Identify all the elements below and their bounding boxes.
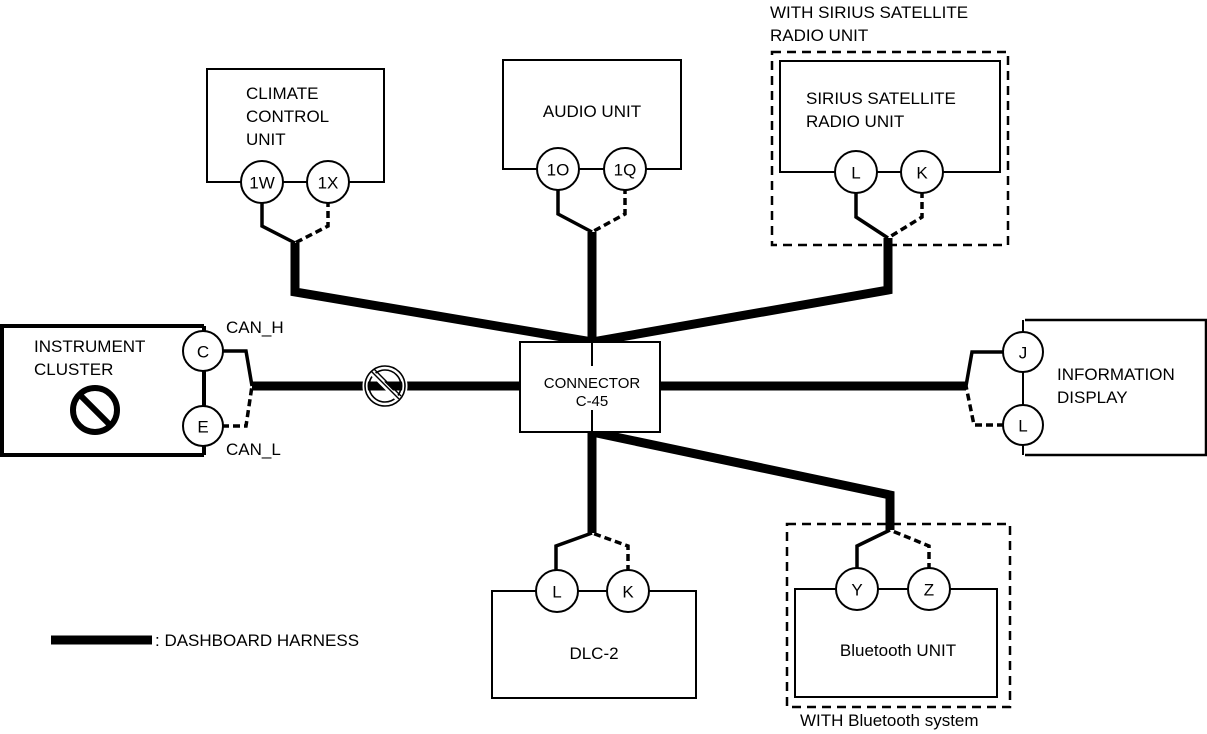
audio-can-h-wire <box>556 187 593 234</box>
dlc-pin-k <box>606 569 650 613</box>
sirius-pin-l-label: L <box>851 164 860 183</box>
audio-unit: AUDIO UNIT 1O 1Q <box>502 59 682 234</box>
harness-prohibited-marker-icon <box>362 363 408 409</box>
legend: : DASHBOARD HARNESS <box>51 631 359 650</box>
audio-pin-1o <box>536 147 580 191</box>
info-display-label-1: INFORMATION <box>1057 365 1175 384</box>
sirius-group-caption-2: RADIO UNIT <box>770 26 868 45</box>
audio-box <box>502 59 682 170</box>
info-display-pin-j <box>1002 331 1044 373</box>
harness-to-climate <box>290 243 593 347</box>
info-display-can-h-wire <box>964 350 1004 387</box>
bluetooth-label: Bluetooth UNIT <box>840 641 956 660</box>
sirius-box <box>779 60 1001 173</box>
cluster-signal-can-l: CAN_L <box>226 440 281 459</box>
sirius-label-2: RADIO UNIT <box>806 112 904 131</box>
climate-pin-1w <box>240 160 284 204</box>
bluetooth-group-caption: WITH Bluetooth system <box>800 711 979 730</box>
audio-pin-1o-label: 1O <box>547 161 570 180</box>
sirius-can-h-wire <box>854 191 889 240</box>
bluetooth-can-l-wire <box>889 528 931 570</box>
info-display-box <box>1021 318 1207 457</box>
cluster-can-h-wire <box>222 349 254 387</box>
climate-pin-1x <box>306 160 350 204</box>
climate-label-3: UNIT <box>246 130 286 149</box>
cluster-pin-c-label: C <box>197 343 209 362</box>
climate-pin-1x-label: 1X <box>318 174 339 193</box>
audio-pin-1q-label: 1Q <box>614 161 637 180</box>
bluetooth-group: Bluetooth UNIT Y Z WITH Bluetooth system <box>785 522 1012 730</box>
dlc-can-h-wire <box>554 531 593 572</box>
sirius-pin-k-label: K <box>916 164 928 183</box>
bluetooth-pin-z-label: Z <box>924 581 934 600</box>
dashboard-harness-trunks <box>252 232 966 533</box>
info-display-pin-j-label: J <box>1019 344 1028 363</box>
dlc-pin-k-label: K <box>622 583 634 602</box>
bluetooth-pin-y <box>835 567 879 611</box>
audio-can-l-wire <box>591 187 627 234</box>
legend-label: : DASHBOARD HARNESS <box>155 631 359 650</box>
sirius-group-caption-1: WITH SIRIUS SATELLITE <box>770 3 968 22</box>
bluetooth-can-h-wire <box>855 528 891 570</box>
connector-box <box>519 341 661 433</box>
climate-pin-1w-label: 1W <box>249 174 275 193</box>
dlc-pin-l-label: L <box>552 583 561 602</box>
dlc-box <box>491 590 697 699</box>
climate-label-1: CLIMATE <box>246 84 318 103</box>
cluster-pin-e <box>182 405 224 447</box>
sirius-pin-l <box>834 150 878 194</box>
info-display-label-2: DISPLAY <box>1057 388 1128 407</box>
connector-label-line2: C-45 <box>576 393 609 410</box>
cluster-signal-can-h: CAN_H <box>226 318 284 337</box>
climate-label-2: CONTROL <box>246 107 329 126</box>
harness-to-bluetooth <box>591 427 895 530</box>
cluster-can-l-wire <box>222 385 254 428</box>
audio-pin-1q <box>603 147 647 191</box>
cluster-label-1: INSTRUMENT <box>34 337 145 356</box>
climate-control-unit: CLIMATE CONTROL UNIT 1W 1X <box>206 68 385 245</box>
bluetooth-pin-z <box>907 567 951 611</box>
cluster-pin-c <box>182 330 224 372</box>
dlc-can-l-wire <box>591 531 630 572</box>
climate-box <box>206 68 385 183</box>
info-display-can-l-wire <box>964 385 1004 427</box>
audio-label: AUDIO UNIT <box>543 102 641 121</box>
instrument-cluster: INSTRUMENT CLUSTER C E CAN_H CAN_L <box>0 318 284 459</box>
sirius-pin-k <box>900 150 944 194</box>
bluetooth-optional-boundary <box>785 522 1012 709</box>
prohibited-icon <box>70 385 120 435</box>
climate-can-l-wire <box>294 200 330 245</box>
bluetooth-pin-y-label: Y <box>851 581 862 600</box>
sirius-radio-group: WITH SIRIUS SATELLITE RADIO UNIT SIRIUS … <box>770 3 1010 247</box>
cluster-label-2: CLUSTER <box>34 360 113 379</box>
connector-label-line1: CONNECTOR <box>544 375 641 392</box>
dlc-label: DLC-2 <box>569 644 618 663</box>
connector-c45: CONNECTOR C-45 <box>519 341 661 433</box>
climate-can-h-wire <box>260 200 296 245</box>
sirius-optional-boundary <box>770 50 1010 247</box>
information-display: INFORMATION DISPLAY J L <box>964 318 1207 458</box>
dlc-pin-l <box>535 569 579 613</box>
bluetooth-box <box>794 588 998 698</box>
info-display-pin-l <box>1002 404 1044 446</box>
info-display-pin-l-label: L <box>1018 417 1027 436</box>
dlc-2: DLC-2 L K <box>491 531 697 699</box>
sirius-label-1: SIRIUS SATELLITE <box>806 89 956 108</box>
cluster-pin-e-label: E <box>197 418 208 437</box>
sirius-can-l-wire <box>887 191 924 240</box>
harness-to-sirius <box>591 238 893 347</box>
